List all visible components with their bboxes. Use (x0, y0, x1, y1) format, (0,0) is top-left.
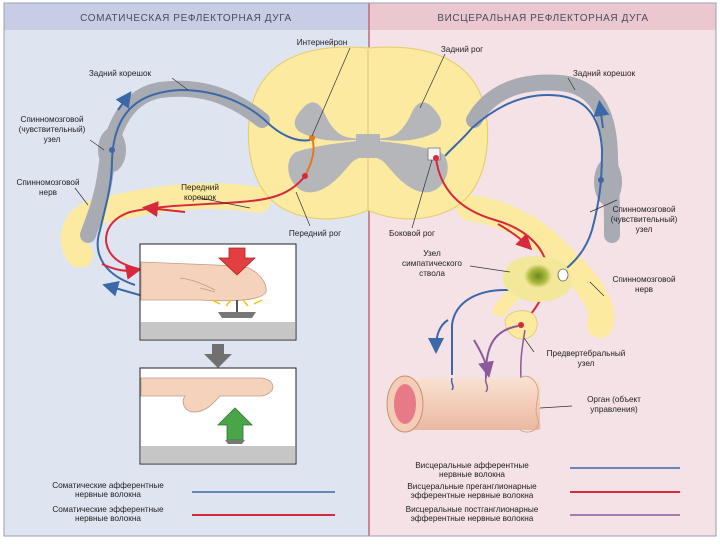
legend-somatic: Соматические афферентные нервные волокна… (52, 481, 335, 523)
legend-somatic-afferent-2: нервные волокна (75, 490, 141, 499)
label-spinal-ganglion-left-2: (чувствительный) (19, 125, 86, 134)
pressure-arrow-icon (217, 247, 257, 276)
legend-visceral-post-2: эфферентные нервные волокна (411, 514, 534, 523)
label-spinal-nerve-right-2: нерв (635, 285, 653, 294)
gray-matter-left-posterior (294, 102, 368, 141)
label-lateral-horn: Боковой рог (389, 229, 435, 238)
somatic-title: СОМАТИЧЕСКАЯ РЕФЛЕКТОРНАЯ ДУГА (80, 13, 292, 24)
label-spinal-ganglion-right-1: Спинномозговой (612, 205, 675, 214)
label-spinal-nerve-left-2: нерв (39, 188, 57, 197)
pain-spark-icon (211, 299, 263, 307)
legend-visceral-afferent-2: нервные волокна (439, 470, 505, 479)
interneuron-fiber (305, 137, 315, 175)
transition-arrow-icon (204, 344, 232, 368)
legend-visceral-afferent-1: Висцеральные афферентные (415, 461, 529, 470)
target-organ (405, 378, 541, 431)
label-spinal-nerve-left-1: Спинномозговой (16, 178, 79, 187)
somatic-header (4, 3, 369, 30)
visceral-title: ВИСЦЕРАЛЬНАЯ РЕФЛЕКТОРНАЯ ДУГА (437, 13, 648, 24)
label-target-organ-2: управления) (590, 405, 638, 414)
label-interneuron: Интернейрон (297, 38, 347, 47)
gray-matter-left-anterior (288, 140, 368, 193)
label-prevertebral-ganglion-1: Предвертебральный (547, 349, 626, 358)
label-anterior-root-2: корешок (184, 193, 216, 202)
label-spinal-nerve-right-1: Спинномозговой (612, 275, 675, 284)
withdrawal-arrow-icon (217, 407, 253, 441)
label-target-organ-1: Орган (объект (587, 395, 641, 404)
label-sympathetic-ganglion-2: симпатического (402, 259, 462, 268)
finger-stimulus (140, 261, 267, 302)
label-sympathetic-ganglion-1: Узел (423, 249, 441, 258)
visceral-nerve-sheath (457, 195, 614, 338)
label-sympathetic-ganglion-3: ствола (419, 269, 445, 278)
label-prevertebral-ganglion-2: узел (578, 359, 595, 368)
visceral-header (369, 3, 716, 30)
label-posterior-root-left: Задний корешок (89, 69, 152, 78)
legend-somatic-efferent-1: Соматические эфферентные (52, 505, 164, 514)
label-posterior-root-right: Задний корешок (573, 69, 636, 78)
legend-visceral-pre-2: эфферентные нервные волокна (411, 491, 534, 500)
legend-somatic-afferent-1: Соматические афферентные (52, 481, 164, 490)
visceral-afferent-fiber (444, 93, 604, 375)
somatic-nerve-sheath (60, 182, 271, 268)
legend-visceral-post-1: Висцеральные постганглионарные (406, 505, 539, 514)
legend-visceral: Висцеральные афферентные нервные волокна… (406, 461, 680, 523)
legend-visceral-pre-1: Висцеральные преганглионарные (407, 482, 537, 491)
somatic-afferent-fiber (96, 88, 311, 286)
gray-matter-right-posterior (368, 102, 442, 141)
label-posterior-horn: Задний рог (441, 45, 483, 54)
label-anterior-horn: Передний рог (289, 229, 341, 238)
finger-response (140, 377, 274, 413)
label-spinal-ganglion-left-1: Спинномозговой (20, 115, 83, 124)
label-spinal-ganglion-right-3: узел (636, 225, 653, 234)
legend-somatic-efferent-2: нервные волокна (75, 514, 141, 523)
label-spinal-ganglion-right-2: (чувствительный) (611, 215, 678, 224)
interneuron-cell (309, 135, 315, 141)
leader-lines (74, 47, 618, 409)
label-anterior-root-1: Передний (181, 183, 219, 192)
label-spinal-ganglion-left-3: узел (44, 135, 61, 144)
